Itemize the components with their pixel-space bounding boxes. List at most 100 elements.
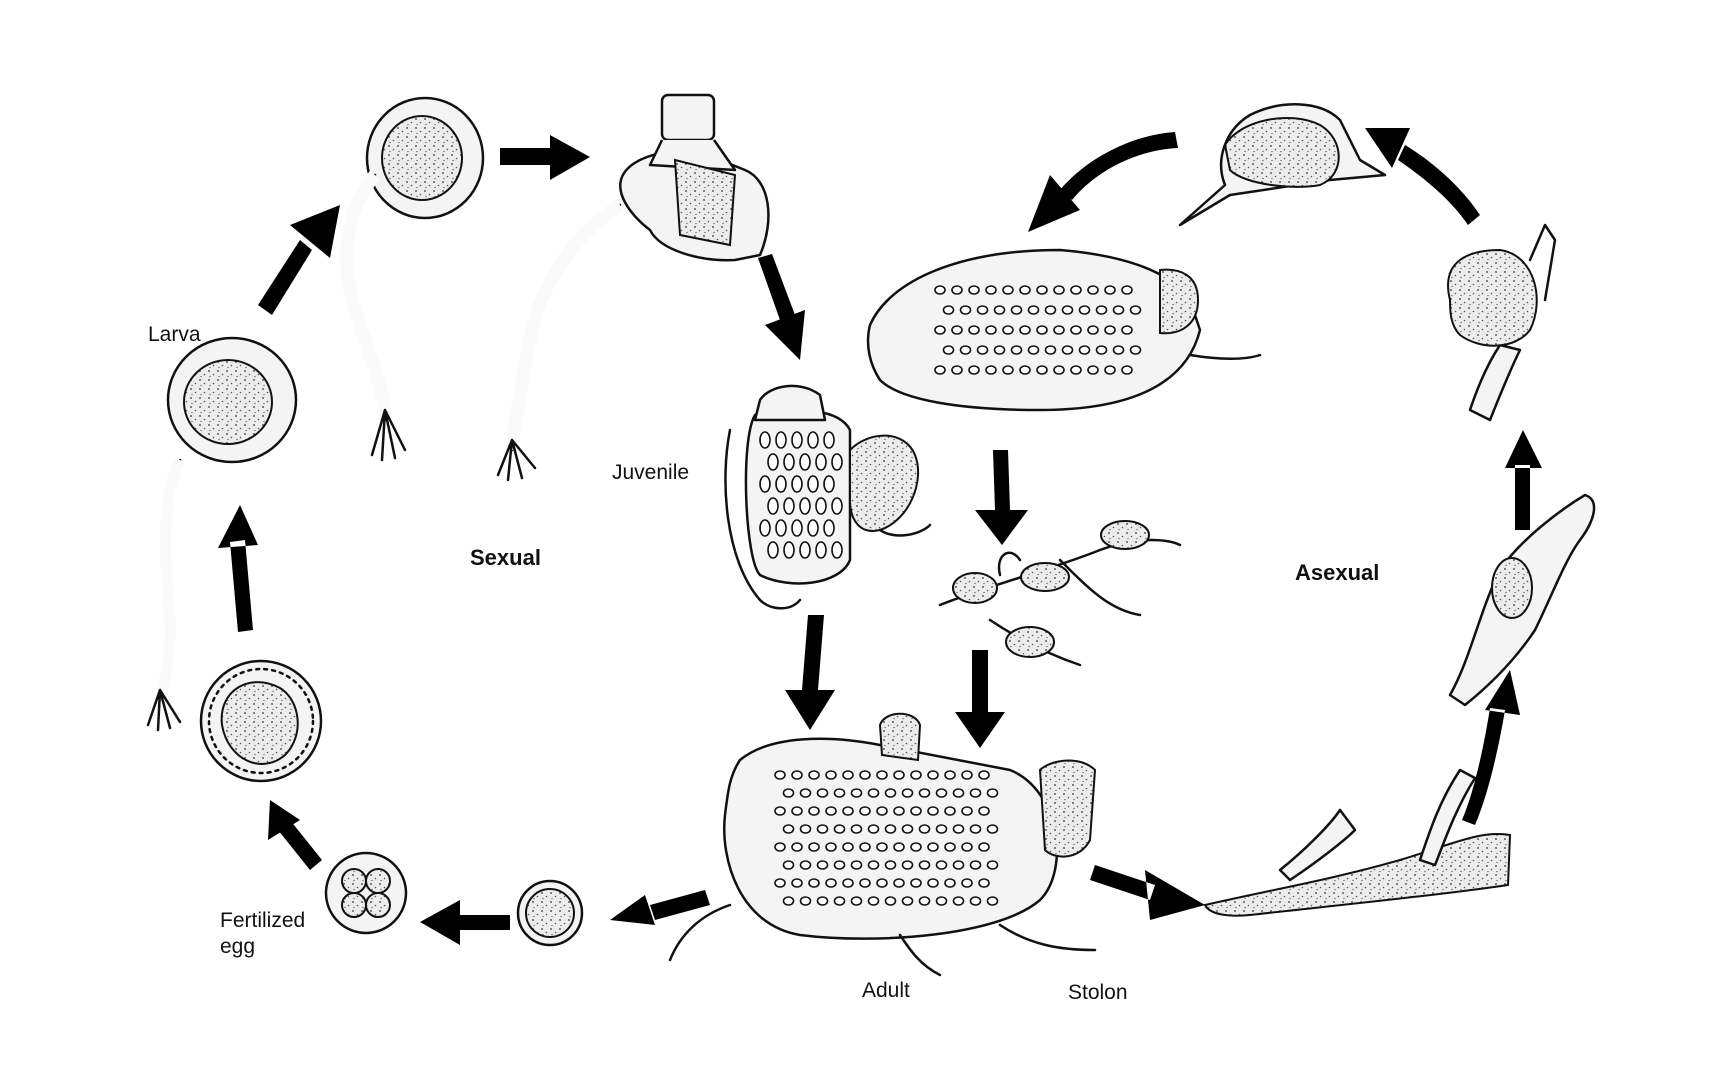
gill-slit bbox=[791, 842, 803, 852]
gill-slit bbox=[959, 305, 972, 315]
gill-slit bbox=[1070, 285, 1082, 295]
arrow-larva-2-to-metamorphosis bbox=[500, 135, 590, 180]
arrow-bud-4-to-zooid bbox=[1028, 132, 1178, 232]
gill-slit bbox=[918, 788, 931, 798]
gill-slit bbox=[1061, 305, 1074, 315]
gill-slit bbox=[831, 497, 843, 515]
gill-slit bbox=[833, 788, 846, 798]
gill-slit bbox=[1010, 305, 1023, 315]
gill-slit bbox=[986, 824, 999, 834]
gill-slit bbox=[867, 788, 880, 798]
gill-slit bbox=[1121, 365, 1133, 375]
gill-slit bbox=[799, 824, 812, 834]
gill-slit bbox=[1087, 365, 1099, 375]
gill-slit bbox=[791, 770, 803, 780]
gill-slit bbox=[1036, 285, 1048, 295]
gill-slit bbox=[952, 788, 965, 798]
arrow-embryo-to-larva bbox=[218, 505, 258, 632]
gill-slit bbox=[842, 878, 854, 888]
gill-slit bbox=[816, 860, 829, 870]
arrow-juvenile-to-adult bbox=[785, 615, 835, 730]
larva-stage-2 bbox=[340, 96, 485, 462]
gill-slit bbox=[978, 878, 990, 888]
gill-slit bbox=[1002, 325, 1014, 335]
gill-slit bbox=[1070, 325, 1082, 335]
gill-slit bbox=[831, 453, 843, 471]
gill-slit bbox=[976, 305, 989, 315]
gill-slit bbox=[951, 325, 963, 335]
gill-slit bbox=[910, 770, 922, 780]
label-asexual: Asexual bbox=[1295, 560, 1380, 585]
gill-slit bbox=[944, 806, 956, 816]
gill-slit bbox=[1061, 345, 1074, 355]
gill-slit bbox=[850, 788, 863, 798]
gill-slit bbox=[952, 896, 965, 906]
gill-slit bbox=[759, 519, 771, 537]
gill-slit bbox=[783, 453, 795, 471]
gill-slit bbox=[842, 842, 854, 852]
gill-slit bbox=[859, 878, 871, 888]
gill-slit bbox=[799, 896, 812, 906]
gill-slit bbox=[910, 878, 922, 888]
gill-slit bbox=[799, 497, 811, 515]
gill-slit bbox=[859, 806, 871, 816]
gill-slit bbox=[825, 806, 837, 816]
gill-slit bbox=[961, 770, 973, 780]
gill-slit bbox=[767, 541, 779, 559]
embryo-stage bbox=[199, 659, 323, 783]
gill-slit bbox=[816, 788, 829, 798]
juvenile-stage bbox=[724, 384, 932, 610]
egg-stage bbox=[516, 879, 584, 947]
gill-slit bbox=[986, 860, 999, 870]
gill-slit bbox=[876, 770, 888, 780]
arrow-bud-2-to-bud-3 bbox=[1505, 430, 1542, 530]
label-larva: Larva bbox=[148, 323, 201, 346]
gill-slit bbox=[952, 860, 965, 870]
gill-slit bbox=[1036, 365, 1048, 375]
arrow-zooid-to-colony bbox=[975, 450, 1028, 545]
gill-slit bbox=[842, 770, 854, 780]
stolon-bud-stage-2 bbox=[1448, 493, 1596, 707]
gill-slit bbox=[918, 896, 931, 906]
gill-slit bbox=[783, 541, 795, 559]
gill-slit bbox=[986, 896, 999, 906]
gill-slit bbox=[942, 345, 955, 355]
gill-slit bbox=[799, 860, 812, 870]
gill-slit bbox=[1112, 305, 1125, 315]
gill-slit bbox=[1027, 305, 1040, 315]
gill-slit bbox=[850, 860, 863, 870]
gill-slit bbox=[799, 453, 811, 471]
arrow-bud-3-to-bud-4 bbox=[1365, 128, 1480, 225]
gill-slit bbox=[782, 896, 795, 906]
gill-slit bbox=[952, 824, 965, 834]
gill-slit bbox=[934, 285, 946, 295]
gill-slit bbox=[791, 475, 803, 493]
gill-slit bbox=[893, 770, 905, 780]
gill-slit bbox=[985, 285, 997, 295]
gill-slit bbox=[927, 842, 939, 852]
gill-slit bbox=[867, 896, 880, 906]
gill-slit bbox=[782, 824, 795, 834]
gill-slit bbox=[1053, 285, 1065, 295]
stolon-bud-stage-1 bbox=[1203, 768, 1512, 917]
gill-slit bbox=[791, 878, 803, 888]
gill-slit bbox=[918, 824, 931, 834]
label-fertilized-egg: Fertilized egg bbox=[220, 909, 306, 958]
gill-slit bbox=[759, 475, 771, 493]
gill-slit bbox=[901, 824, 914, 834]
gill-slit bbox=[815, 497, 827, 515]
label-sexual: Sexual bbox=[470, 545, 541, 570]
gill-slit bbox=[910, 842, 922, 852]
gill-slit bbox=[884, 788, 897, 798]
arrow-adult-to-egg bbox=[610, 890, 710, 925]
gill-slit bbox=[1044, 345, 1057, 355]
gill-slit bbox=[961, 878, 973, 888]
gill-slit bbox=[1036, 325, 1048, 335]
gill-slit bbox=[767, 497, 779, 515]
gill-slit bbox=[927, 806, 939, 816]
gill-slit bbox=[969, 824, 982, 834]
gill-slit bbox=[833, 824, 846, 834]
gill-slit bbox=[1010, 345, 1023, 355]
gill-slit bbox=[767, 453, 779, 471]
